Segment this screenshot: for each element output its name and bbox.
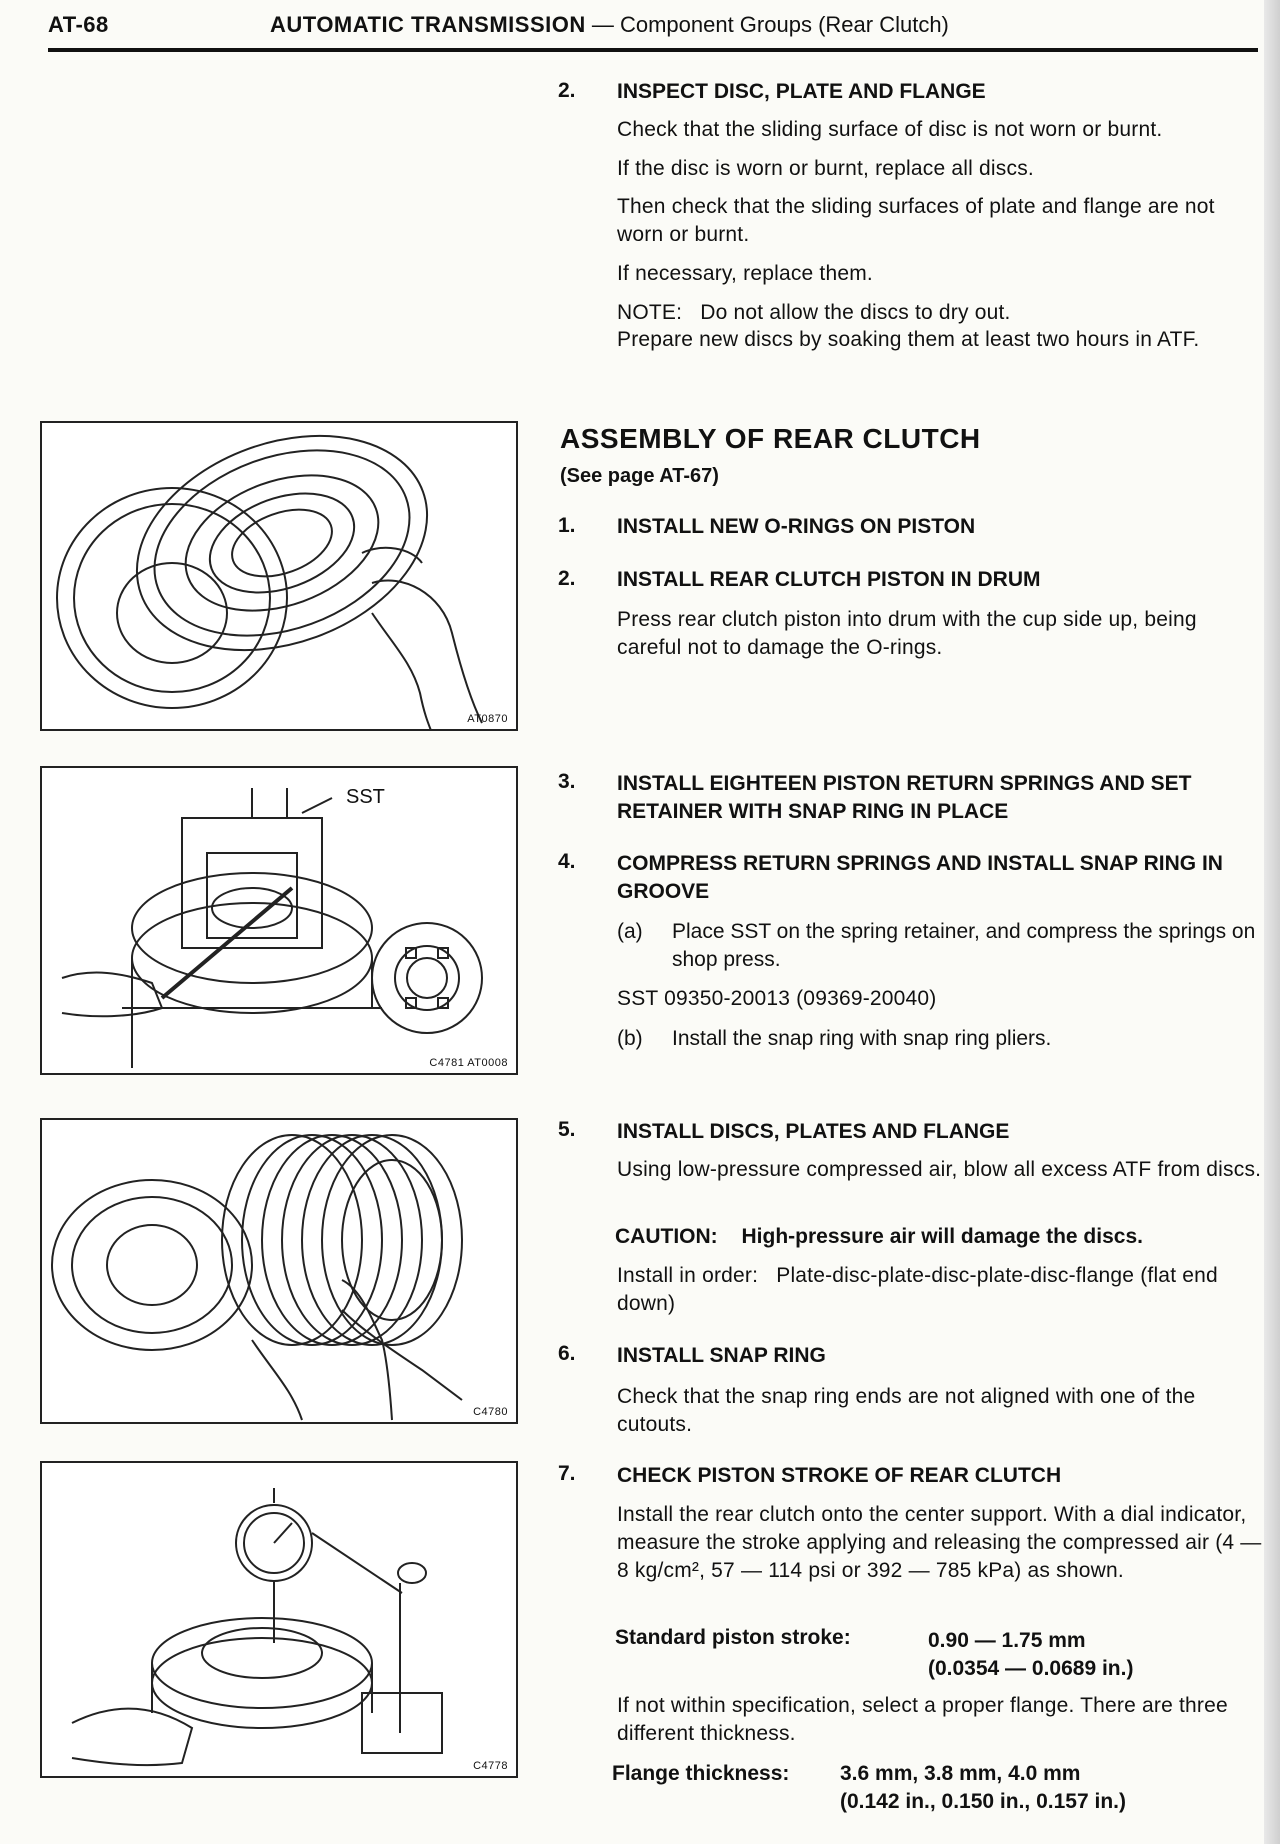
step-6-number: 6. [558, 1342, 576, 1365]
discs-plates-illustration [51, 1134, 463, 1421]
sst-label: SST [346, 786, 385, 808]
figure-code: C4780 [473, 1406, 508, 1418]
inspect-number: 2. [558, 79, 576, 102]
stroke-value: 0.90 — 1.75 mm [928, 1629, 1086, 1652]
page-header: AT-68 AUTOMATIC TRANSMISSION — Component… [48, 10, 1258, 52]
dial-indicator-illustration [71, 1488, 443, 1767]
figure-code: C4778 [473, 1760, 508, 1772]
step-4b-label: (b) [617, 1027, 643, 1050]
inspect-title: INSPECT DISC, PLATE AND FLANGE [617, 80, 986, 103]
caution-label: CAUTION: [615, 1225, 718, 1248]
figure-discs-plates: C4780 [40, 1118, 518, 1424]
flange-value-in: (0.142 in., 0.150 in., 0.157 in.) [840, 1790, 1126, 1813]
step-4-sst: SST 09350-20013 (09369-20040) [617, 987, 937, 1010]
step-5-order: Install in order: Plate-disc-plate-disc-… [617, 1264, 1224, 1315]
header-rule [48, 48, 1258, 52]
page-edge-shadow [1264, 0, 1280, 1844]
inspect-p4: If necessary, replace them. [617, 262, 873, 285]
step-2-number: 2. [558, 567, 576, 590]
step-1-title: INSTALL NEW O-RINGS ON PISTON [617, 515, 976, 538]
flange-value: 3.6 mm, 3.8 mm, 4.0 mm [840, 1762, 1081, 1785]
step-7-text: Install the rear clutch onto the center … [617, 1503, 1262, 1582]
title-sub: — Component Groups (Rear Clutch) [585, 12, 949, 37]
inspect-note: NOTE: Do not allow the discs to dry out. [617, 301, 1011, 324]
inspect-note2: Prepare new discs by soaking them at lea… [617, 328, 1200, 351]
step-5-caution: CAUTION: High-pressure air will damage t… [615, 1223, 1143, 1251]
page-title: AUTOMATIC TRANSMISSION — Component Group… [270, 12, 949, 38]
stroke-value-in: (0.0354 — 0.0689 in.) [928, 1657, 1134, 1680]
step-7-title: CHECK PISTON STROKE OF REAR CLUTCH [617, 1464, 1062, 1487]
sst-press-illustration [61, 788, 483, 1068]
inspect-p1: Check that the sliding surface of disc i… [617, 118, 1163, 141]
inspect-p2: If the disc is worn or burnt, replace al… [617, 157, 1034, 180]
figure-code: AT0870 [467, 713, 508, 725]
step-5-number: 5. [558, 1118, 576, 1141]
step-4a-text: Place SST on the spring retainer, and co… [672, 920, 1256, 971]
step-1-number: 1. [558, 514, 576, 537]
step-4-number: 4. [558, 850, 576, 873]
figure-piston-install: AT0870 [40, 421, 518, 731]
figure-code: C4781 AT0008 [429, 1057, 508, 1069]
piston-drum-illustration [56, 434, 483, 729]
step-4-title: COMPRESS RETURN SPRINGS AND INSTALL SNAP… [617, 852, 1223, 903]
step-5-title: INSTALL DISCS, PLATES AND FLANGE [617, 1120, 1010, 1143]
caution-text: High-pressure air will damage the discs. [741, 1225, 1143, 1248]
page-number: AT-68 [48, 12, 109, 37]
step-6-text: Check that the snap ring ends are not al… [617, 1385, 1196, 1436]
step-5-text: Using low-pressure compressed air, blow … [617, 1158, 1262, 1181]
flange-label: Flange thickness: [612, 1762, 790, 1785]
section-reference: (See page AT-67) [560, 465, 719, 487]
section-title: ASSEMBLY OF REAR CLUTCH [560, 423, 981, 454]
stroke-label: Standard piston stroke: [615, 1626, 851, 1649]
figure-sst-compress: SST C4781 AT0008 [40, 766, 518, 1075]
figure-dial-indicator: C4778 [40, 1461, 518, 1778]
step-2-text: Press rear clutch piston into drum with … [617, 608, 1197, 659]
inspect-p3: Then check that the sliding surfaces of … [617, 195, 1215, 246]
title-main: AUTOMATIC TRANSMISSION [270, 12, 586, 37]
step-7-number: 7. [558, 1462, 576, 1485]
step-6-title: INSTALL SNAP RING [617, 1344, 826, 1367]
step-4a-label: (a) [617, 920, 643, 943]
step-3-number: 3. [558, 770, 576, 793]
step-3-title: INSTALL EIGHTEEN PISTON RETURN SPRINGS A… [617, 772, 1192, 823]
step-4b-text: Install the snap ring with snap ring pli… [672, 1027, 1052, 1050]
step-2-title: INSTALL REAR CLUTCH PISTON IN DRUM [617, 568, 1041, 591]
step-7-text2: If not within specification, select a pr… [617, 1694, 1228, 1745]
